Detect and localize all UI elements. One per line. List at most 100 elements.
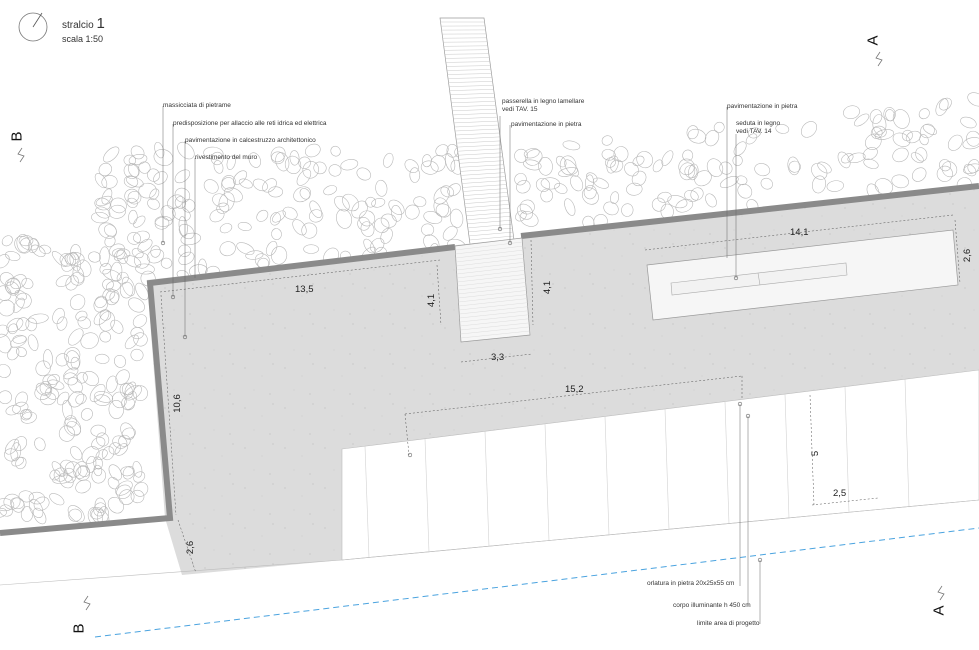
stone bbox=[236, 242, 255, 255]
stone bbox=[133, 471, 146, 483]
stone bbox=[66, 252, 79, 265]
stone bbox=[540, 188, 554, 203]
stone bbox=[405, 204, 420, 220]
stone bbox=[63, 347, 81, 364]
stone bbox=[869, 109, 883, 124]
stone bbox=[356, 167, 372, 181]
stone bbox=[0, 333, 12, 354]
stone bbox=[962, 137, 979, 150]
stone bbox=[94, 497, 106, 513]
stone bbox=[64, 415, 77, 428]
stone bbox=[963, 163, 979, 174]
stone bbox=[380, 227, 393, 244]
note-passerella: passerella in legno lamellare vedi TAV. … bbox=[502, 98, 584, 113]
stone bbox=[33, 507, 47, 525]
stone bbox=[5, 251, 21, 261]
stone bbox=[119, 383, 134, 399]
stone bbox=[817, 161, 832, 174]
stone bbox=[72, 265, 85, 284]
stone bbox=[70, 446, 83, 461]
stone bbox=[7, 346, 20, 361]
stone bbox=[67, 505, 85, 523]
stone bbox=[682, 149, 694, 162]
stone bbox=[133, 230, 150, 244]
stone bbox=[733, 141, 747, 156]
stone bbox=[212, 193, 229, 208]
stone bbox=[108, 204, 126, 219]
stone bbox=[12, 297, 25, 313]
stone bbox=[95, 353, 110, 364]
stone bbox=[106, 280, 121, 292]
stone bbox=[68, 391, 85, 408]
stone bbox=[70, 356, 80, 370]
stone bbox=[104, 235, 116, 248]
stone bbox=[892, 147, 909, 163]
stone bbox=[65, 350, 81, 371]
stone bbox=[885, 109, 895, 122]
stone bbox=[0, 254, 10, 269]
stone bbox=[442, 225, 458, 241]
stone bbox=[58, 425, 75, 442]
stone bbox=[125, 176, 144, 188]
dimension-15-2: 15,2 bbox=[565, 384, 584, 395]
note-rivestimento: rivestimento del muro bbox=[195, 154, 258, 161]
stone bbox=[233, 170, 247, 185]
stone bbox=[133, 332, 148, 347]
stone bbox=[18, 235, 34, 247]
stone bbox=[89, 507, 104, 520]
stone bbox=[323, 185, 337, 196]
stone bbox=[800, 121, 818, 138]
stone bbox=[915, 147, 928, 162]
stone bbox=[613, 146, 629, 162]
stone bbox=[265, 240, 278, 256]
stone bbox=[105, 289, 120, 306]
stone bbox=[99, 309, 112, 321]
stone bbox=[760, 177, 773, 190]
dimension-14-1: 14,1 bbox=[790, 227, 809, 238]
stone bbox=[95, 206, 111, 219]
note-corpo-illuminante: corpo illuminante h 450 cm bbox=[673, 602, 751, 609]
stone bbox=[330, 145, 341, 157]
stone bbox=[116, 271, 129, 285]
stone bbox=[59, 253, 74, 267]
stone bbox=[788, 160, 801, 173]
stone bbox=[604, 157, 616, 168]
stone bbox=[449, 208, 464, 229]
stone bbox=[106, 375, 118, 393]
stone bbox=[621, 203, 634, 217]
stone bbox=[221, 175, 236, 190]
stone bbox=[601, 149, 616, 161]
stone bbox=[128, 297, 145, 313]
stone bbox=[115, 480, 133, 496]
stone bbox=[18, 490, 34, 503]
stone bbox=[14, 290, 27, 301]
stone bbox=[103, 146, 120, 163]
stone bbox=[20, 506, 34, 522]
stone bbox=[684, 190, 699, 202]
stone bbox=[271, 151, 285, 165]
stralcio-number: 1 bbox=[96, 15, 105, 32]
section-cut-b-bottom-icon bbox=[83, 595, 91, 611]
stone bbox=[713, 121, 725, 133]
north-arrow-icon bbox=[18, 12, 48, 42]
stone bbox=[110, 197, 127, 214]
stone bbox=[111, 391, 127, 409]
stone bbox=[15, 292, 32, 309]
stone bbox=[967, 92, 979, 107]
stone bbox=[116, 249, 128, 265]
stone bbox=[31, 244, 46, 257]
stone bbox=[93, 309, 110, 326]
stone bbox=[15, 456, 27, 470]
stone bbox=[920, 123, 935, 139]
stone bbox=[0, 507, 7, 518]
stone bbox=[967, 159, 979, 174]
stone bbox=[719, 176, 739, 188]
stone bbox=[941, 161, 958, 178]
stone bbox=[124, 334, 139, 350]
dimension-4-1-left: 4,1 bbox=[426, 293, 438, 308]
stone bbox=[863, 158, 879, 169]
stone bbox=[570, 175, 584, 192]
stone bbox=[636, 151, 654, 169]
stone bbox=[70, 244, 82, 260]
stone bbox=[409, 167, 421, 183]
